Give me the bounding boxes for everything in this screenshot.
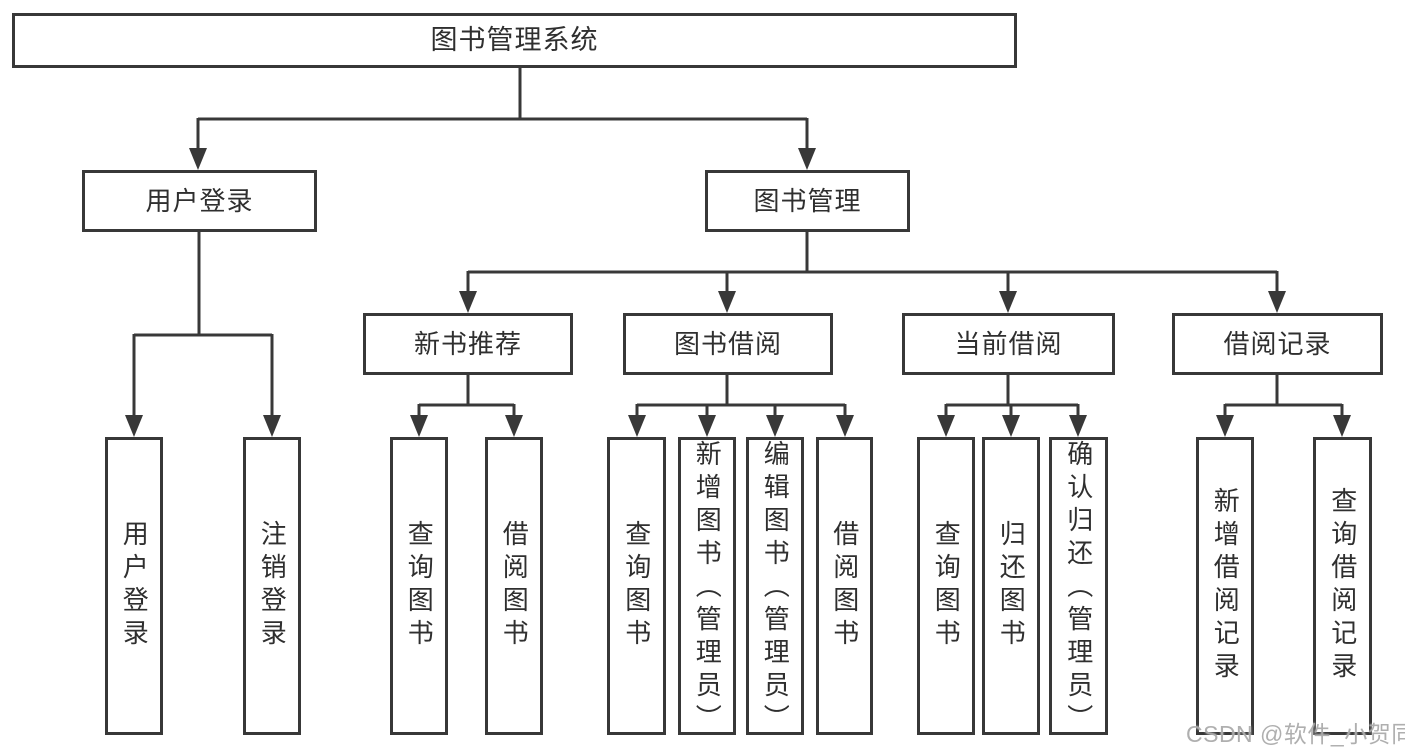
node-book-management: 图书管理 bbox=[705, 170, 910, 232]
leaf-query-books-recommend: 查询图书 bbox=[390, 437, 448, 735]
arrowheads bbox=[125, 148, 1351, 437]
leaf-user-login: 用户登录 bbox=[105, 437, 163, 735]
node-current-borrow: 当前借阅 bbox=[902, 313, 1115, 375]
node-new-book-recommend: 新书推荐 bbox=[363, 313, 573, 375]
leaf-add-borrow-record: 新增借阅记录 bbox=[1196, 437, 1254, 735]
leaf-logout: 注销登录 bbox=[243, 437, 301, 735]
leaf-edit-books-admin: 编辑图书（管理员） bbox=[746, 437, 804, 737]
leaf-return-books: 归还图书 bbox=[982, 437, 1040, 735]
node-root-system: 图书管理系统 bbox=[12, 13, 1017, 68]
leaf-confirm-return-admin: 确认归还（管理员） bbox=[1049, 437, 1108, 737]
csdn-watermark: CSDN @软件_小贺同学 bbox=[1186, 721, 1405, 747]
node-borrow-records: 借阅记录 bbox=[1172, 313, 1383, 375]
leaf-query-books-current: 查询图书 bbox=[917, 437, 975, 735]
leaf-borrow-books: 借阅图书 bbox=[816, 437, 873, 735]
leaf-query-borrow-record: 查询借阅记录 bbox=[1313, 437, 1372, 735]
node-user-login: 用户登录 bbox=[82, 170, 317, 232]
leaf-query-books-borrow: 查询图书 bbox=[607, 437, 666, 735]
leaf-borrow-books-recommend: 借阅图书 bbox=[485, 437, 543, 735]
leaf-add-books-admin: 新增图书（管理员） bbox=[678, 437, 736, 737]
node-book-borrow: 图书借阅 bbox=[623, 313, 833, 375]
